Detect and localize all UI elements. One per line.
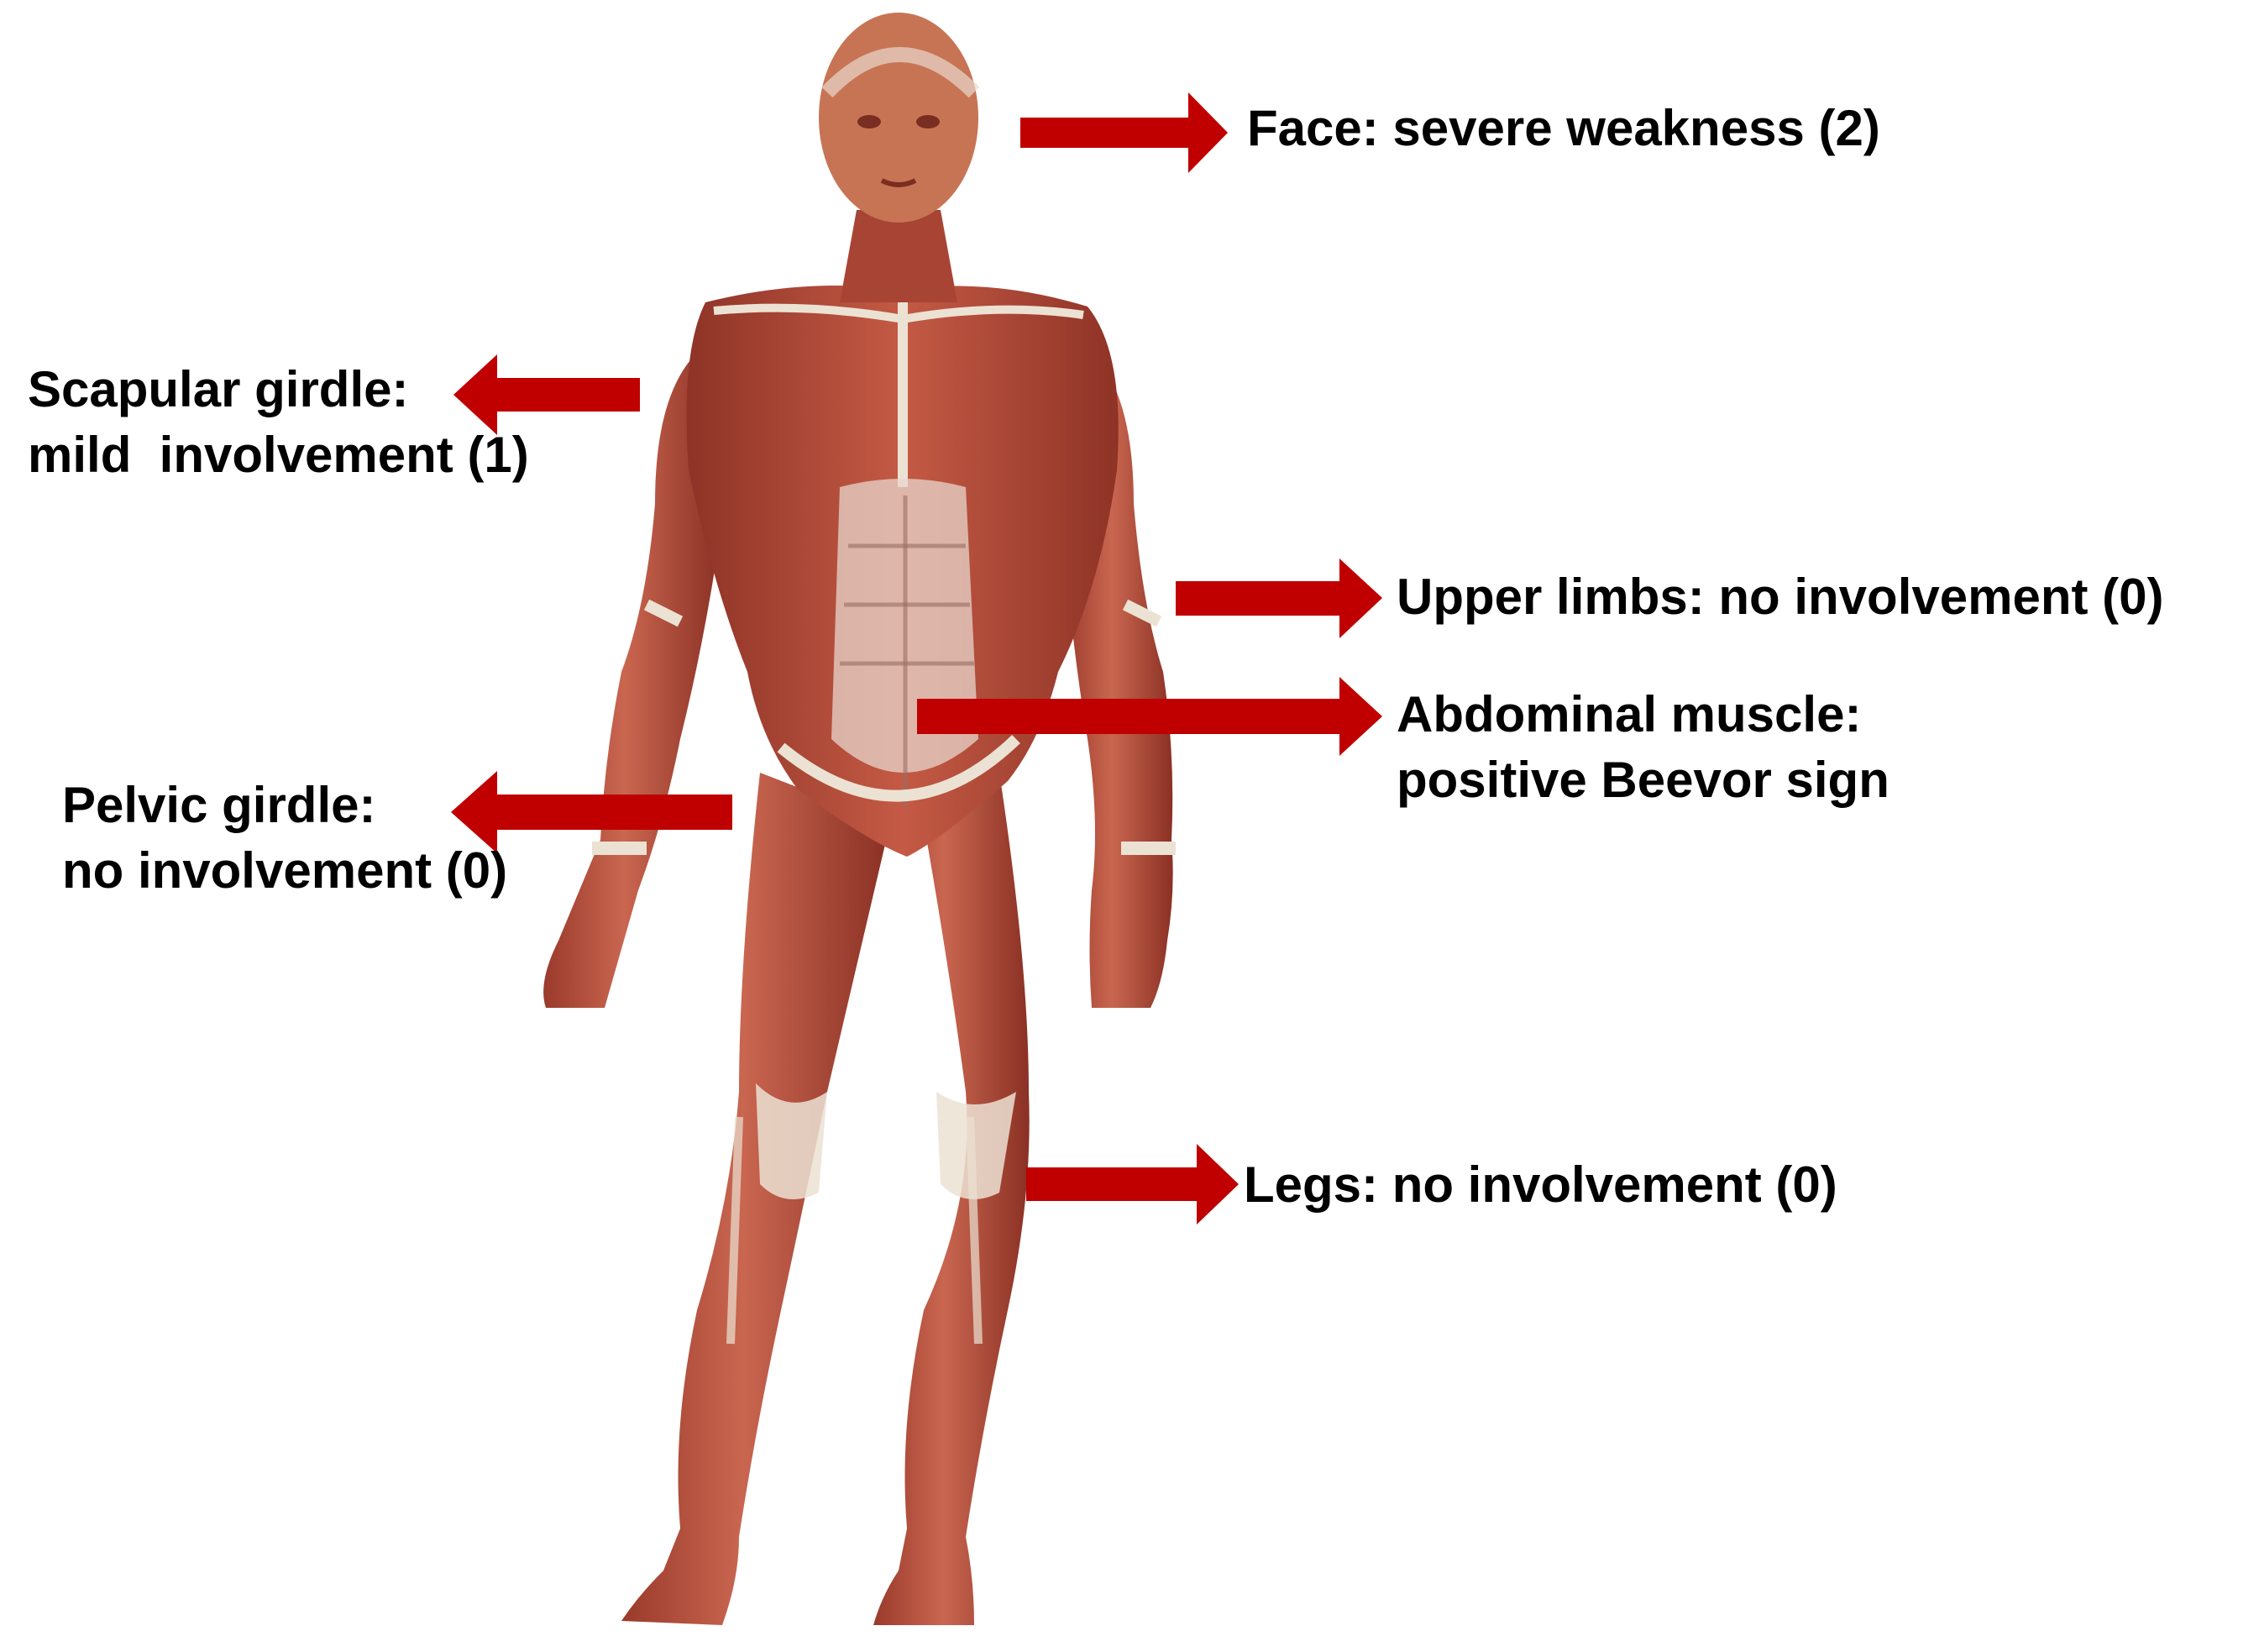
label-pelvic-line-1: Pelvic girdle: bbox=[62, 773, 507, 838]
arrow-upper-limbs bbox=[1176, 559, 1382, 638]
label-abdominal-muscle: Abdominal muscle: positive Beevor sign bbox=[1397, 682, 1889, 813]
label-face-line-1: Face: severe weakness (2) bbox=[1247, 96, 1880, 161]
label-scapular-girdle: Scapular girdle: mild involvement (1) bbox=[28, 357, 529, 488]
legs-shape bbox=[621, 773, 1030, 1625]
label-scapular-line-1: Scapular girdle: bbox=[28, 357, 529, 422]
label-legs: Legs: no involvement (0) bbox=[1244, 1152, 1837, 1218]
head-shape bbox=[819, 13, 978, 302]
label-legs-line-1: Legs: no involvement (0) bbox=[1244, 1152, 1837, 1218]
label-pelvic-line-2: no involvement (0) bbox=[62, 838, 507, 904]
label-abdominal-line-1: Abdominal muscle: bbox=[1397, 682, 1889, 747]
arrow-face bbox=[1020, 92, 1228, 173]
label-face: Face: severe weakness (2) bbox=[1247, 96, 1880, 161]
label-abdominal-line-2: positive Beevor sign bbox=[1397, 747, 1889, 813]
arrow-legs bbox=[1026, 1144, 1239, 1225]
label-upper-limbs-line-1: Upper limbs: no involvement (0) bbox=[1397, 564, 2163, 630]
label-scapular-line-2: mild involvement (1) bbox=[28, 422, 529, 488]
label-pelvic-girdle: Pelvic girdle: no involvement (0) bbox=[62, 773, 507, 904]
torso-shape bbox=[687, 286, 1119, 857]
label-upper-limbs: Upper limbs: no involvement (0) bbox=[1397, 564, 2163, 630]
